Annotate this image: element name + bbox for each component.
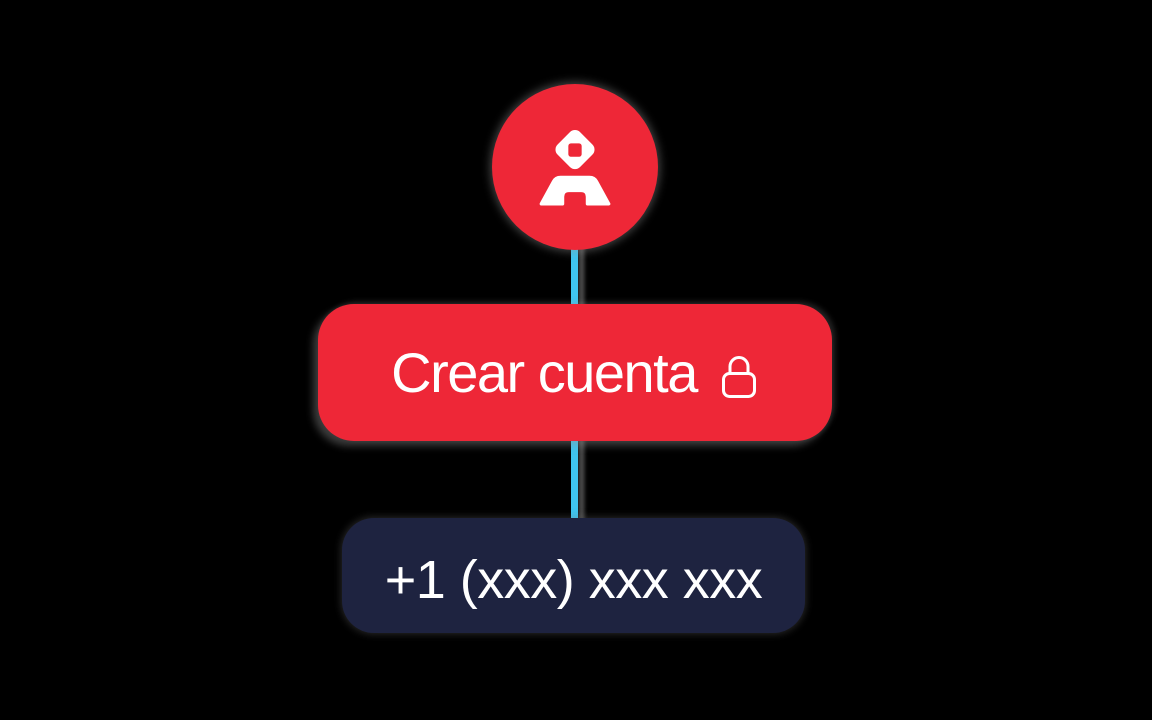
user-icon <box>539 130 611 206</box>
phone-number-node[interactable]: +1 (xxx) xxx xxx <box>342 518 805 633</box>
create-account-label: Crear cuenta <box>391 340 698 404</box>
lock-icon <box>721 356 756 398</box>
user-avatar-node <box>492 84 658 250</box>
create-account-button[interactable]: Crear cuenta <box>318 304 832 441</box>
phone-number-value: +1 (xxx) xxx xxx <box>384 549 763 610</box>
connector-user-to-button <box>571 246 578 310</box>
connector-button-to-phone <box>571 438 578 522</box>
